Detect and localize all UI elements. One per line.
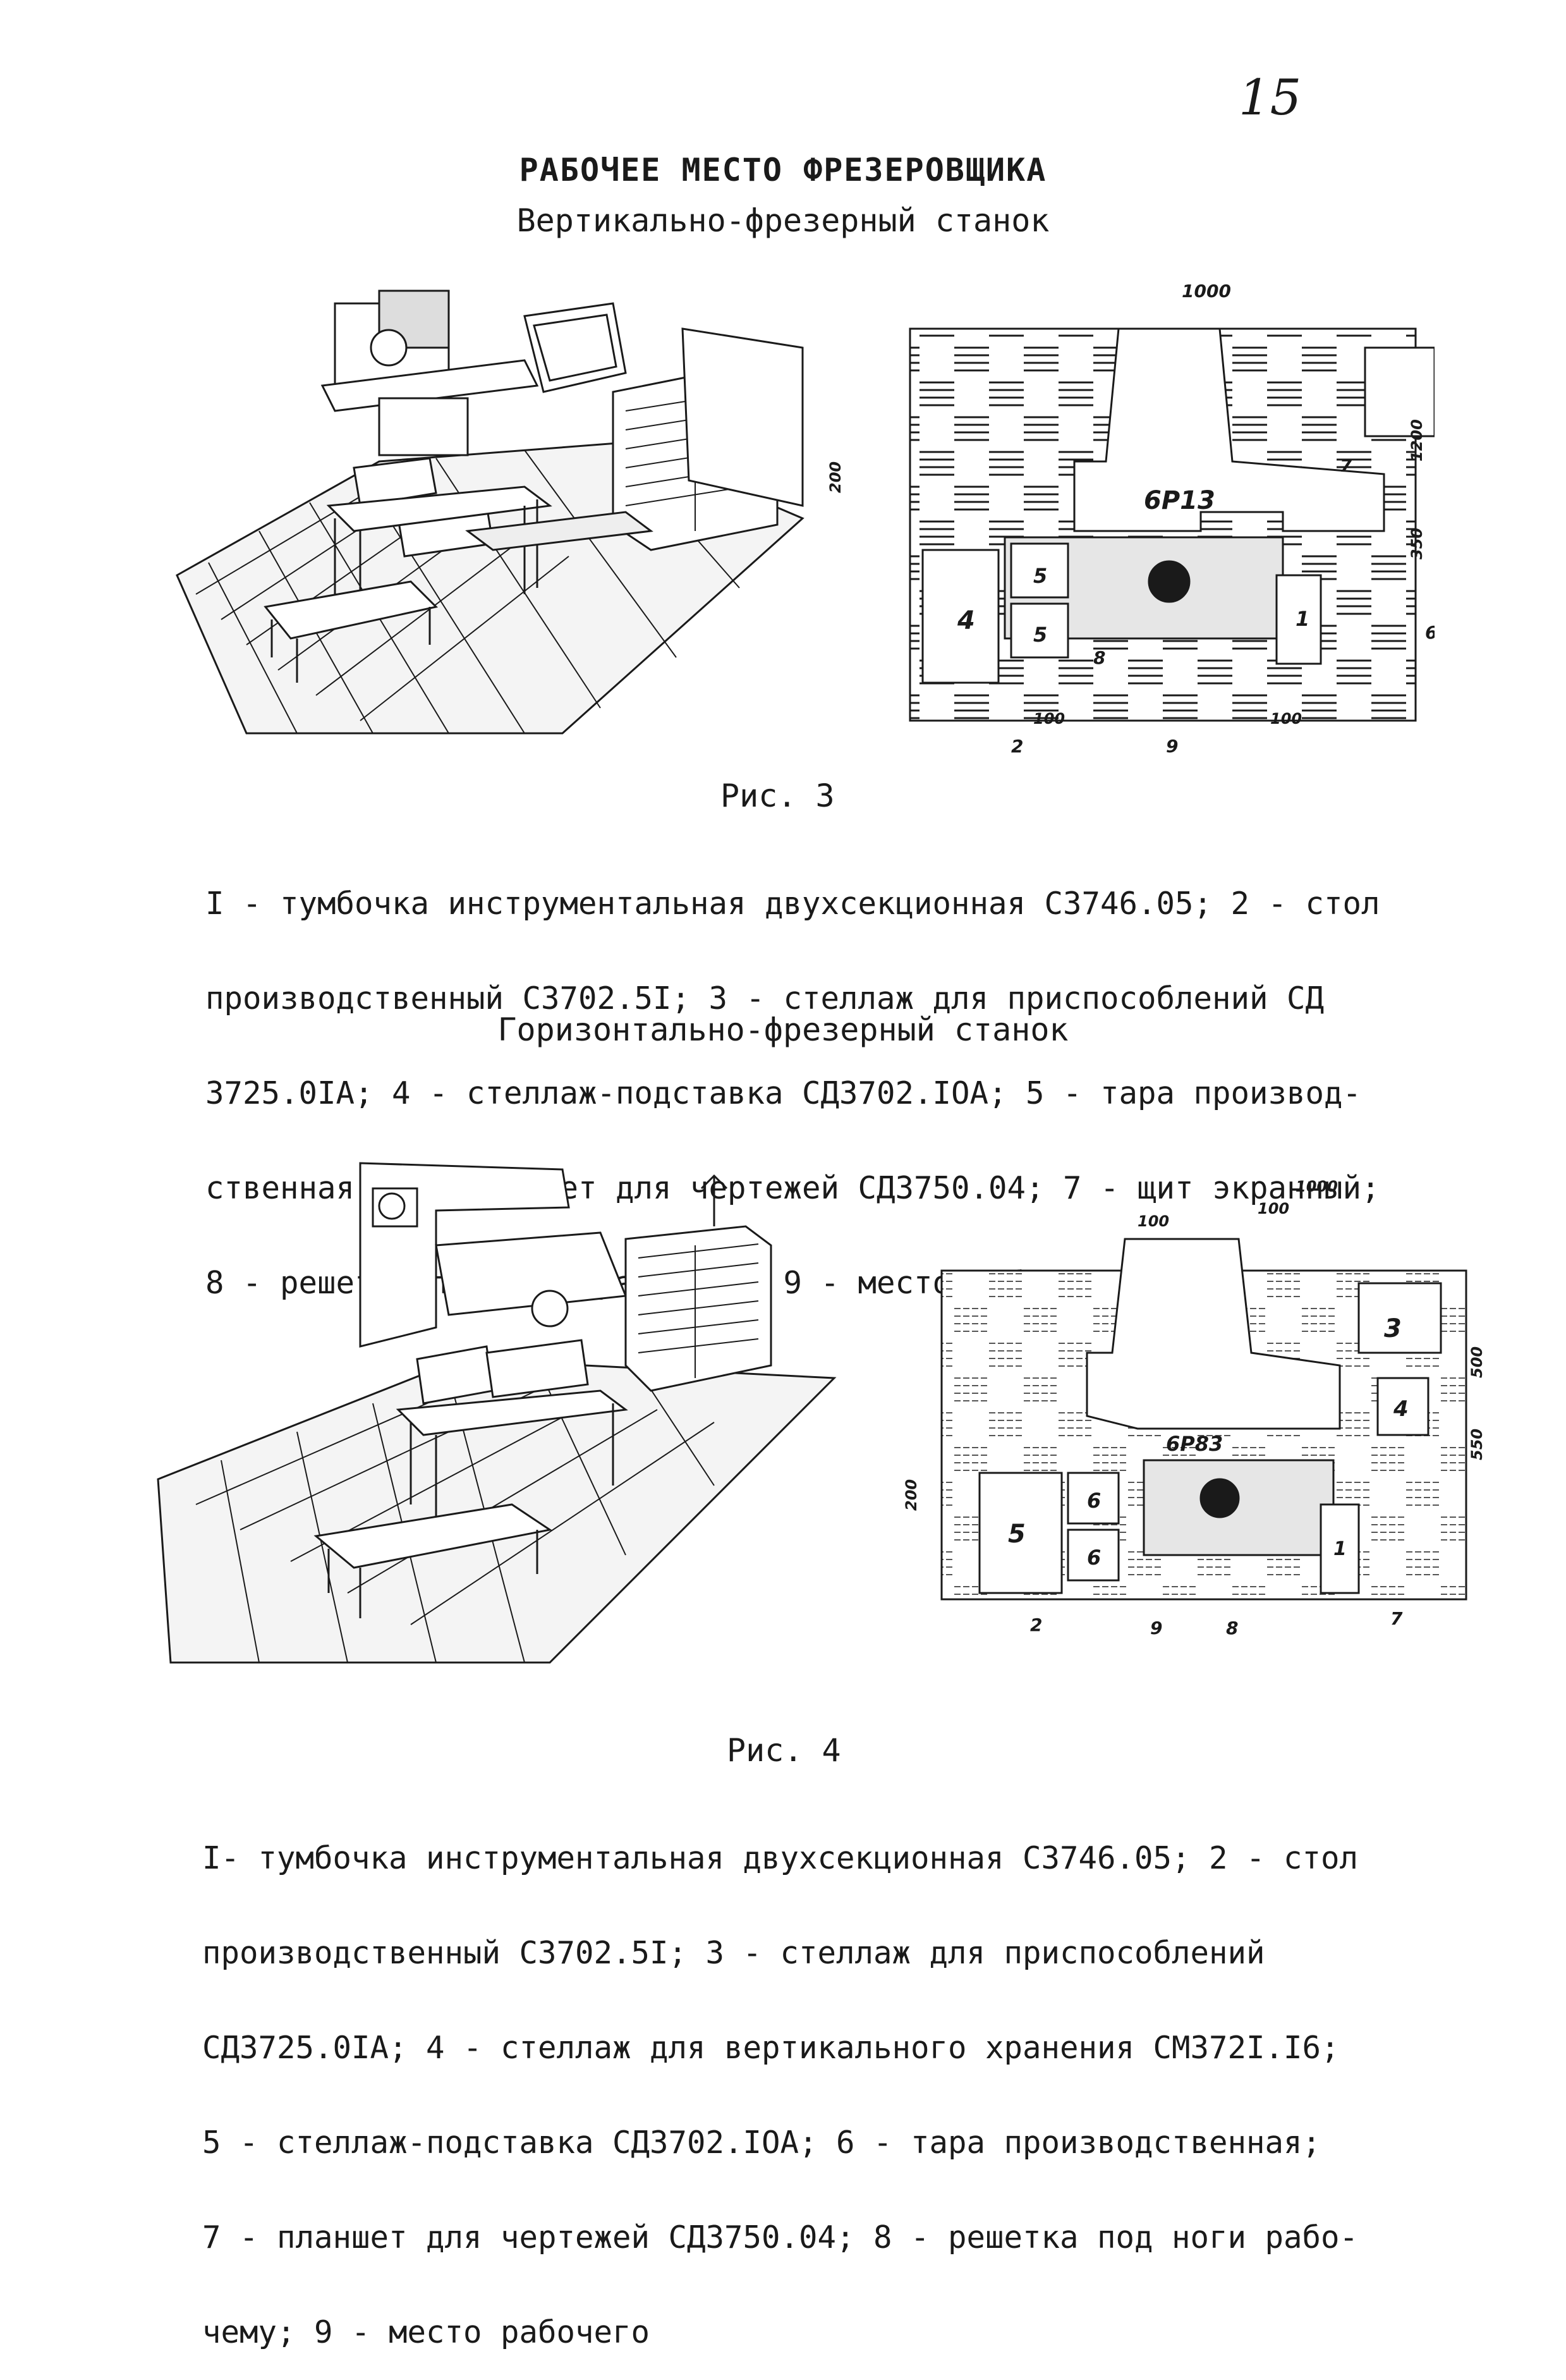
svg-text:100: 100 (1138, 1212, 1169, 1230)
svg-text:100: 100 (1270, 710, 1302, 728)
svg-text:9: 9 (1150, 1618, 1162, 1639)
svg-text:4: 4 (1393, 1396, 1409, 1422)
legend-line: производственный С3702.5I; 3 - стеллаж д… (202, 1935, 1265, 1971)
svg-text:350: 350 (1408, 528, 1426, 559)
legend-line: 3725.0IА; 4 - стеллаж-подставка СД3702.I… (205, 1075, 1362, 1111)
figure-4-legend: I- тумбочка инструментальная двухсекцион… (202, 1779, 1358, 2380)
legend-line: I- тумбочка инструментальная двухсекцион… (202, 1840, 1359, 1876)
legend-line: 7 - планшет для чертежей СД3750.04; 8 - … (202, 2219, 1359, 2255)
svg-text:1200: 1200 (1408, 419, 1426, 461)
horizontal-milling-workplace-plan: 6Р83 3 4 5 6 6 1 2 9 8 7 100 100 1000 50… (902, 1178, 1486, 1639)
legend-line: СД3725.0IА; 4 - стеллаж для вертикальног… (202, 2030, 1340, 2066)
svg-text:7: 7 (1340, 455, 1352, 476)
svg-text:200: 200 (827, 461, 844, 493)
page-title: РАБОЧЕЕ МЕСТО ФРЕЗЕРОВЩИКА (519, 152, 1047, 188)
svg-text:6: 6 (1087, 1489, 1101, 1513)
horizontal-milling-workplace-illustration (157, 1162, 837, 1664)
svg-text:2: 2 (1030, 1614, 1042, 1635)
svg-text:1000: 1000 (1296, 1178, 1338, 1195)
svg-text:9: 9 (1166, 736, 1178, 757)
section-heading-horizontal: Горизонтально-фрезерный станок (497, 1011, 1069, 1048)
svg-text:500: 500 (1468, 1346, 1486, 1378)
vertical-milling-workplace-plan: 6Р13 1000 4 5 5 1 7 8 6 9 2 100 100 200 … (827, 281, 1435, 757)
svg-text:1000: 1000 (1182, 281, 1231, 302)
section-heading-vertical: Вертикально-фрезерный станок (516, 202, 1050, 239)
svg-text:550: 550 (1468, 1429, 1486, 1460)
svg-text:100: 100 (1033, 710, 1065, 728)
figure-3-caption: Рис. 3 (720, 778, 835, 814)
svg-text:3: 3 (1384, 1314, 1402, 1343)
svg-text:100: 100 (1258, 1200, 1289, 1217)
svg-text:5: 5 (1008, 1520, 1026, 1549)
svg-text:6: 6 (1425, 622, 1435, 643)
legend-line: чему; 9 - место рабочего (202, 2314, 650, 2350)
svg-text:8: 8 (1093, 647, 1105, 668)
plan-machine-label: 6Р83 (1166, 1432, 1223, 1456)
svg-text:5: 5 (1033, 564, 1047, 588)
legend-line: производственный С3702.5I; 3 - стеллаж д… (205, 980, 1325, 1016)
legend-line: I - тумбочка инструментальная двухсекцио… (205, 886, 1380, 922)
svg-text:1: 1 (1333, 1538, 1347, 1560)
figure-4-caption: Рис. 4 (727, 1732, 841, 1769)
svg-text:1: 1 (1296, 607, 1309, 631)
legend-line: 5 - стеллаж-подставка СД3702.IОА; 6 - та… (202, 2125, 1321, 2161)
svg-text:200: 200 (902, 1479, 920, 1511)
svg-text:5: 5 (1033, 623, 1047, 647)
svg-text:8: 8 (1226, 1618, 1238, 1639)
svg-text:7: 7 (1390, 1608, 1403, 1629)
svg-text:4: 4 (957, 606, 975, 635)
svg-text:6: 6 (1087, 1546, 1101, 1570)
page-number: 15 (1239, 70, 1302, 126)
plan-machine-label: 6Р13 (1144, 486, 1215, 515)
vertical-milling-workplace-illustration (176, 290, 804, 735)
svg-text:2: 2 (1011, 736, 1023, 757)
